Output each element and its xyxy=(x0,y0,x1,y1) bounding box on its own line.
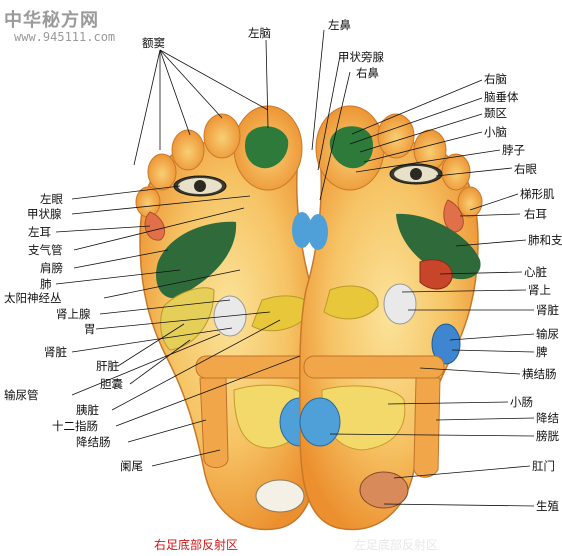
caption-right-foot-sole: 右足底部反射区 xyxy=(154,538,239,552)
toe-2-right-foot xyxy=(203,113,241,159)
label-temporal: 颞区 xyxy=(484,106,507,120)
label-left-ear: 左耳 xyxy=(28,225,51,239)
label-kidney-right: 肾脏 xyxy=(536,303,559,317)
label-duodenum: 十二指肠 xyxy=(52,419,98,433)
label-transverse-colon: 横结肠 xyxy=(522,367,557,381)
toe-5-left-foot xyxy=(457,186,483,218)
label-kidney: 肾脏 xyxy=(44,345,67,359)
label-shoulder: 肩膀 xyxy=(40,261,63,275)
label-right-nose: 右鼻 xyxy=(356,66,379,80)
label-ureter-right: 输尿 xyxy=(536,327,559,341)
label-appendix: 阑尾 xyxy=(120,459,143,473)
kidney-area-left-foot xyxy=(383,283,417,325)
transverse-colon-right-foot xyxy=(195,355,315,379)
label-bronchus: 支气管 xyxy=(28,243,63,257)
label-adrenal: 肾上腺 xyxy=(56,307,91,321)
label-frontal-sinus: 额窦 xyxy=(142,36,165,50)
label-lung: 肺 xyxy=(40,277,52,291)
label-anus: 肛门 xyxy=(532,459,555,473)
right-foot-sole xyxy=(135,105,321,531)
ear-area-right-foot xyxy=(144,211,166,241)
label-liver: 肝脏 xyxy=(96,359,119,373)
label-neck: 脖子 xyxy=(502,143,525,157)
toe-5-right-foot xyxy=(135,186,161,218)
brain-area-right-foot xyxy=(244,126,289,169)
toe-4-right-foot xyxy=(147,153,177,191)
label-left-nose: 左鼻 xyxy=(328,18,351,32)
label-gallbladder: 胆囊 xyxy=(100,377,123,391)
lung-area-right-foot xyxy=(156,221,237,299)
nose-area-left-foot xyxy=(308,214,328,250)
label-parathyroid: 甲状旁腺 xyxy=(338,50,384,64)
label-cerebellum: 小脑 xyxy=(484,125,507,139)
toe-3-right-foot xyxy=(171,129,205,171)
label-adrenal-right: 肾上 xyxy=(528,283,551,297)
brain-area-left-foot xyxy=(329,126,374,169)
label-heart: 心脏 xyxy=(524,265,547,279)
leader-lines-left xyxy=(55,39,301,467)
label-ureter: 输尿管 xyxy=(4,388,39,402)
label-descending-colon: 降结肠 xyxy=(76,435,111,449)
label-left-brain: 左脑 xyxy=(248,26,271,40)
label-right-eye: 右眼 xyxy=(514,162,537,176)
leader-lines-right xyxy=(311,29,535,507)
lung-area-left-foot xyxy=(396,213,481,280)
toe-4-left-foot xyxy=(441,153,471,191)
label-spleen: 脾 xyxy=(536,345,548,359)
label-bladder: 膀胱 xyxy=(536,429,559,443)
label-reproductive: 生殖 xyxy=(536,499,559,513)
watermark-url: www.945111.com xyxy=(14,30,116,44)
label-descending-colon-right: 降结 xyxy=(536,411,559,425)
label-right-brain: 右脑 xyxy=(484,72,507,86)
heart-area-left-foot xyxy=(419,259,453,290)
ear-area-left-foot xyxy=(443,199,464,233)
reproductive-area-right-foot xyxy=(255,479,305,513)
nose-area-right-foot xyxy=(292,212,312,248)
label-small-intestine: 小肠 xyxy=(510,395,533,409)
label-trapezius: 梯形肌 xyxy=(520,187,555,201)
caption-left-foot-sole: 左足底部反射区 xyxy=(354,538,439,552)
eye-pupil-left-foot xyxy=(410,168,422,180)
stomach-pancreas-left-foot xyxy=(323,285,379,320)
transverse-colon-left-foot xyxy=(303,355,445,379)
eye-pupil-right-foot xyxy=(194,180,206,192)
label-stomach: 胃 xyxy=(84,322,96,336)
label-right-ear: 右耳 xyxy=(524,207,547,221)
label-left-eye: 左眼 xyxy=(40,192,63,206)
label-solar-plexus: 太阳神经丛 xyxy=(4,291,62,305)
spleen-area-left-foot xyxy=(431,323,461,365)
reproductive-area-left-foot xyxy=(359,471,409,509)
label-thyroid: 甲状腺 xyxy=(27,207,62,221)
watermark-site-name: 中华秘方网 xyxy=(4,10,99,31)
label-pancreas: 胰脏 xyxy=(76,403,99,417)
ascending-colon-right-foot xyxy=(199,377,229,468)
bladder-area-left-foot xyxy=(299,397,341,447)
label-pituitary: 脑垂体 xyxy=(484,90,519,104)
label-lung-bronchus: 肺和支 xyxy=(528,233,562,247)
descending-colon-left-foot xyxy=(413,377,441,478)
